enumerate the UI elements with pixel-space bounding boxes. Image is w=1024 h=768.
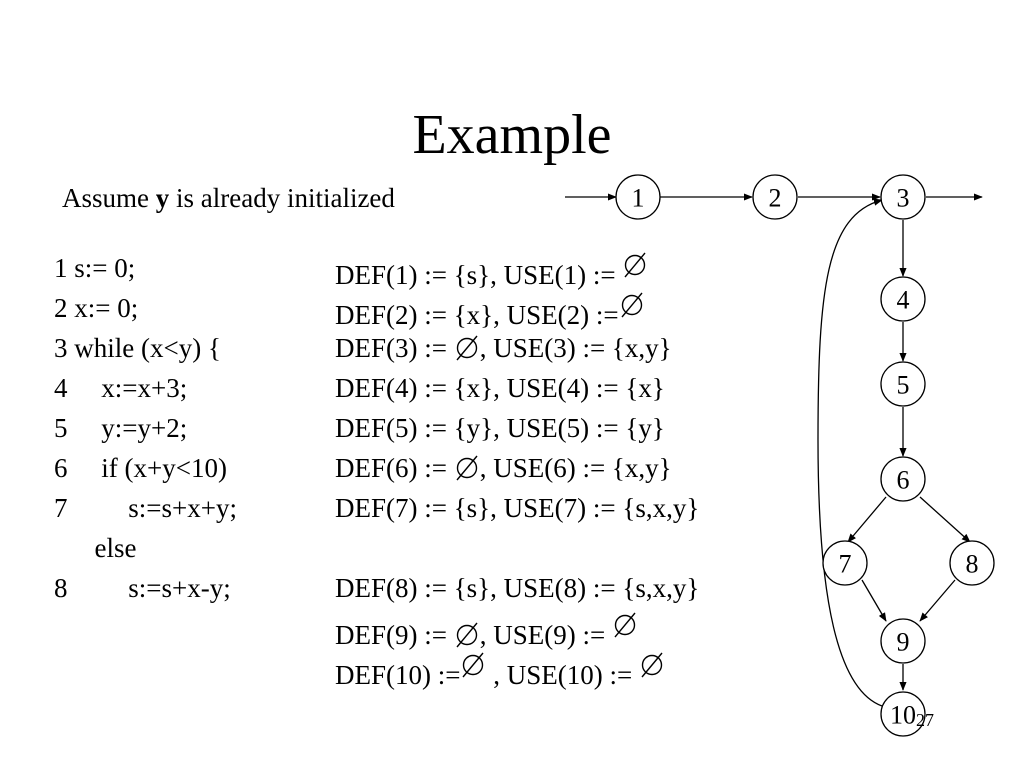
def-use-5: DEF(5) := {y}, USE(5) := {y}: [335, 413, 665, 443]
def-use-3: DEF(3) := , USE(3) := {x,y}: [335, 333, 672, 363]
def-use-6: DEF(6) := , USE(6) := {x,y}: [335, 453, 672, 483]
empty-set-icon: [454, 333, 480, 363]
cfg-node-label-7: 7: [839, 550, 852, 579]
cfg-node-label-1: 1: [632, 184, 645, 213]
slide-title: Example: [412, 104, 612, 166]
assumption-after: is already initialized: [169, 183, 395, 213]
def-use-9: DEF(9) := , USE(9) :=: [335, 610, 638, 653]
cfg-node-label-4: 4: [897, 286, 910, 315]
def-use-10: DEF(10) := , USE(10) :=: [335, 650, 665, 693]
empty-set-icon: [619, 290, 645, 320]
def-use-2: DEF(2) := {x}, USE(2) :=: [335, 290, 645, 333]
edge-8-9: [919, 579, 956, 622]
cfg-node-5: [880, 361, 926, 407]
code-line-7: 7 s:=s+x+y;: [54, 493, 237, 523]
cfg-node-label-9: 9: [897, 628, 910, 657]
cfg-node-4: [880, 276, 926, 322]
cfg-node-label-3: 3: [897, 184, 910, 213]
empty-set-icon: [454, 620, 480, 650]
cfg-node-label-6: 6: [897, 466, 910, 495]
edge-10-3-loop: [817, 198, 883, 707]
assumption-text: Assume y is already initialized: [62, 180, 395, 216]
cfg-node-3: [880, 174, 926, 220]
code-line-else: else: [54, 533, 137, 563]
cfg-node-2: [752, 174, 798, 220]
edge-6-8: [919, 496, 971, 543]
cfg-node-label-10: 10: [890, 701, 916, 730]
cfg-node-1: [615, 174, 661, 220]
cfg-node-7: [822, 540, 868, 586]
code-line-2: 2 x:= 0;: [54, 293, 139, 323]
empty-set-icon: [454, 453, 480, 483]
def-use-7: DEF(7) := {s}, USE(7) := {s,x,y}: [335, 493, 700, 523]
page-number: 27: [916, 710, 934, 730]
empty-set-icon: [639, 650, 665, 680]
empty-set-icon: [460, 650, 486, 680]
empty-set-icon: [612, 610, 638, 640]
code-line-1: 1 s:= 0;: [54, 253, 136, 283]
def-use-8: DEF(8) := {s}, USE(8) := {s,x,y}: [335, 573, 700, 603]
cfg-node-6: [880, 456, 926, 502]
cfg-node-label-5: 5: [897, 371, 910, 400]
assumption-variable: y: [155, 183, 170, 213]
code-line-8: 8 s:=s+x-y;: [54, 573, 231, 603]
code-line-6: 6 if (x+y<10): [54, 453, 227, 483]
def-use-4: DEF(4) := {x}, USE(4) := {x}: [335, 373, 665, 403]
cfg-node-8: [949, 540, 995, 586]
empty-set-icon: [622, 250, 648, 280]
def-use-1: DEF(1) := {s}, USE(1) :=: [335, 250, 648, 293]
edge-7-9: [861, 579, 887, 622]
code-line-4: 4 x:=x+3;: [54, 373, 188, 403]
code-line-3: 3 while (x<y) {: [54, 333, 221, 363]
cfg-node-10: [880, 691, 926, 737]
edge-6-7: [847, 496, 887, 543]
cfg-node-label-8: 8: [966, 550, 979, 579]
assumption-before: Assume: [62, 183, 156, 213]
cfg-node-9: [880, 618, 926, 664]
cfg-node-label-2: 2: [769, 184, 782, 213]
code-line-5: 5 y:=y+2;: [54, 413, 188, 443]
